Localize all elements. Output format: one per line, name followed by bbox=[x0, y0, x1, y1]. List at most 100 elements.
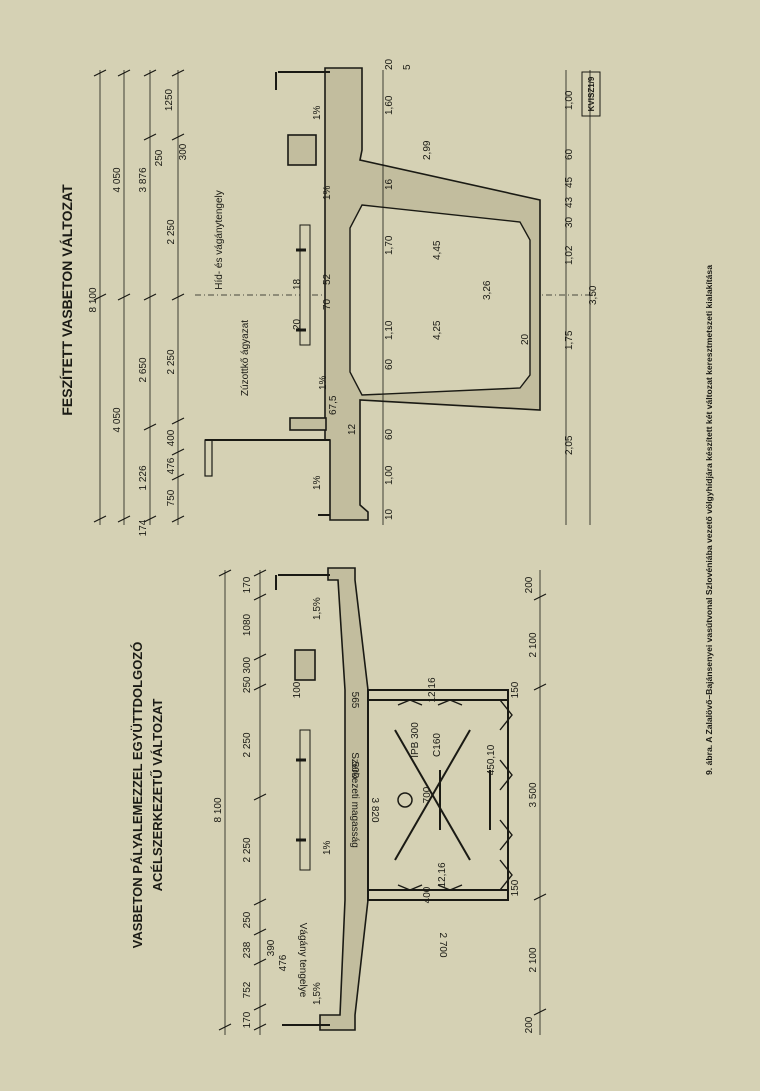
svg-text:752: 752 bbox=[242, 981, 253, 998]
svg-text:1,10: 1,10 bbox=[384, 320, 395, 340]
top-section-labels: 1% 1% 1% 1% 70 52 18 20 67,5 12 4,45 4,2… bbox=[292, 105, 531, 490]
svg-text:1,02: 1,02 bbox=[564, 245, 575, 265]
svg-text:IPB 300: IPB 300 bbox=[410, 722, 421, 758]
svg-text:170: 170 bbox=[242, 576, 253, 593]
svg-text:100: 100 bbox=[292, 681, 303, 698]
svg-text:1%: 1% bbox=[312, 105, 323, 120]
svg-text:1080: 1080 bbox=[242, 613, 253, 636]
bottom-title-line1: VASBETON PÁLYALEMEZZEL EGYÜTTDOLGOZÓ bbox=[130, 642, 145, 949]
sidewalk-block bbox=[289, 417, 327, 431]
svg-text:1,5%: 1,5% bbox=[312, 597, 323, 620]
dim-300: 300 bbox=[178, 143, 189, 160]
svg-text:16: 16 bbox=[384, 178, 395, 190]
dim-750: 750 bbox=[166, 489, 177, 506]
svg-text:3,26: 3,26 bbox=[482, 280, 493, 300]
svg-text:238: 238 bbox=[242, 941, 253, 958]
svg-text:250 300: 250 300 bbox=[242, 656, 253, 693]
dim-total: 8 100 bbox=[88, 287, 99, 312]
svg-text:12: 12 bbox=[347, 423, 358, 435]
svg-text:250: 250 bbox=[242, 911, 253, 928]
steel-composite-variant: VASBETON PÁLYALEMEZZEL EGYÜTTDOLGOZÓ ACÉ… bbox=[130, 567, 547, 1035]
svg-text:67,5: 67,5 bbox=[328, 395, 339, 415]
svg-text:150: 150 bbox=[510, 879, 521, 896]
svg-text:1,5%: 1,5% bbox=[312, 982, 323, 1005]
doc-code: KVISZ1/9 bbox=[587, 76, 596, 111]
svg-text:565: 565 bbox=[349, 692, 360, 709]
axis-label: Híd- és vágánytengely bbox=[214, 190, 225, 290]
svg-text:8 100: 8 100 bbox=[213, 797, 224, 822]
top-title: FESZÍTETT VASBETON VÁLTOZAT bbox=[59, 184, 75, 416]
svg-text:1,60: 1,60 bbox=[384, 95, 395, 115]
cable-duct-block bbox=[287, 134, 317, 166]
top-dimension-texts: 8 100 4 050 4 050 1250 3 876 250 300 2 6… bbox=[88, 88, 189, 536]
svg-text:200: 200 bbox=[524, 1016, 535, 1033]
bottom-dimension-lines bbox=[218, 569, 267, 1035]
svg-text:2,05: 2,05 bbox=[564, 435, 575, 455]
dim-2650: 2 650 bbox=[138, 357, 149, 382]
svg-text:45: 45 bbox=[564, 176, 575, 188]
top-dimension-lines bbox=[93, 69, 185, 525]
svg-text:2 250: 2 250 bbox=[242, 732, 253, 757]
svg-text:60: 60 bbox=[384, 428, 395, 440]
svg-text:5: 5 bbox=[402, 64, 413, 70]
svg-text:2,99: 2,99 bbox=[422, 140, 433, 160]
svg-text:30: 30 bbox=[564, 216, 575, 228]
svg-text:1%: 1% bbox=[322, 840, 333, 855]
cable-duct-block-2 bbox=[294, 649, 316, 681]
dim-1226: 1 226 bbox=[138, 465, 149, 490]
doc-code-box bbox=[581, 71, 601, 117]
svg-text:18: 18 bbox=[292, 278, 303, 290]
svg-text:1,00: 1,00 bbox=[384, 465, 395, 485]
svg-text:150: 150 bbox=[510, 681, 521, 698]
figure-caption: 9. ábra. A Zalalövő–Bajánsenyei vasútvon… bbox=[704, 265, 714, 775]
dim-3876: 3 876 bbox=[138, 167, 149, 192]
svg-text:3,50: 3,50 bbox=[588, 285, 599, 305]
svg-text:3 500: 3 500 bbox=[528, 782, 539, 807]
svg-text:20: 20 bbox=[292, 318, 303, 330]
box-void bbox=[349, 204, 531, 396]
svg-text:Szerkezeti magasság: Szerkezeti magasság bbox=[349, 752, 360, 848]
svg-text:2 100: 2 100 bbox=[528, 632, 539, 657]
box-girder-section bbox=[287, 67, 541, 521]
svg-text:170: 170 bbox=[242, 1011, 253, 1028]
svg-text:1%: 1% bbox=[318, 375, 329, 390]
svg-text:700: 700 bbox=[422, 786, 433, 803]
dim-400: 400 bbox=[166, 429, 177, 446]
svg-text:20: 20 bbox=[384, 58, 395, 70]
svg-text:200: 200 bbox=[524, 576, 535, 593]
svg-text:1,70: 1,70 bbox=[384, 235, 395, 255]
sleepers-and-rails bbox=[296, 224, 311, 346]
ballast-label: Zúzottkő ágyazat bbox=[240, 320, 251, 396]
bottom-dimension-texts: 8 100 170 1080 250 300 2 250 2 250 250 2… bbox=[213, 576, 303, 1028]
sleepers-and-rails-2 bbox=[296, 729, 311, 871]
svg-text:52: 52 bbox=[322, 273, 333, 285]
svg-text:390: 390 bbox=[266, 939, 277, 956]
svg-text:4,25: 4,25 bbox=[432, 320, 443, 340]
svg-text:70: 70 bbox=[322, 298, 333, 310]
svg-text:400: 400 bbox=[422, 886, 433, 903]
svg-text:C160: C160 bbox=[432, 733, 443, 757]
svg-text:1,75: 1,75 bbox=[564, 330, 575, 350]
svg-text:20: 20 bbox=[520, 333, 531, 345]
dim-2250-left: 2 250 bbox=[166, 349, 177, 374]
dim-half-left: 4 050 bbox=[112, 407, 123, 432]
top-bottom-dims: 1,60 1,70 1,10 60 60 1,00 10 1,00 60 45 … bbox=[382, 58, 599, 525]
dim-476: 476 bbox=[166, 457, 177, 474]
svg-text:2 250: 2 250 bbox=[242, 837, 253, 862]
svg-text:450,10: 450,10 bbox=[486, 744, 497, 775]
svg-text:60: 60 bbox=[384, 358, 395, 370]
svg-text:3 820: 3 820 bbox=[369, 797, 380, 822]
dim-half-right: 4 050 bbox=[112, 167, 123, 192]
svg-text:1%: 1% bbox=[322, 185, 333, 200]
svg-text:4,45: 4,45 bbox=[432, 240, 443, 260]
bottom-title-line2: ACÉLSZERKEZETŰ VÁLTOZAT bbox=[150, 699, 165, 892]
dim-1250: 1250 bbox=[164, 88, 175, 111]
steel-truss bbox=[367, 689, 513, 901]
svg-text:10: 10 bbox=[384, 508, 395, 520]
composite-deck-slab bbox=[319, 567, 369, 1031]
svg-text:476: 476 bbox=[278, 954, 289, 971]
dim-174: 174 bbox=[138, 519, 149, 536]
svg-text:2 700: 2 700 bbox=[437, 932, 448, 957]
